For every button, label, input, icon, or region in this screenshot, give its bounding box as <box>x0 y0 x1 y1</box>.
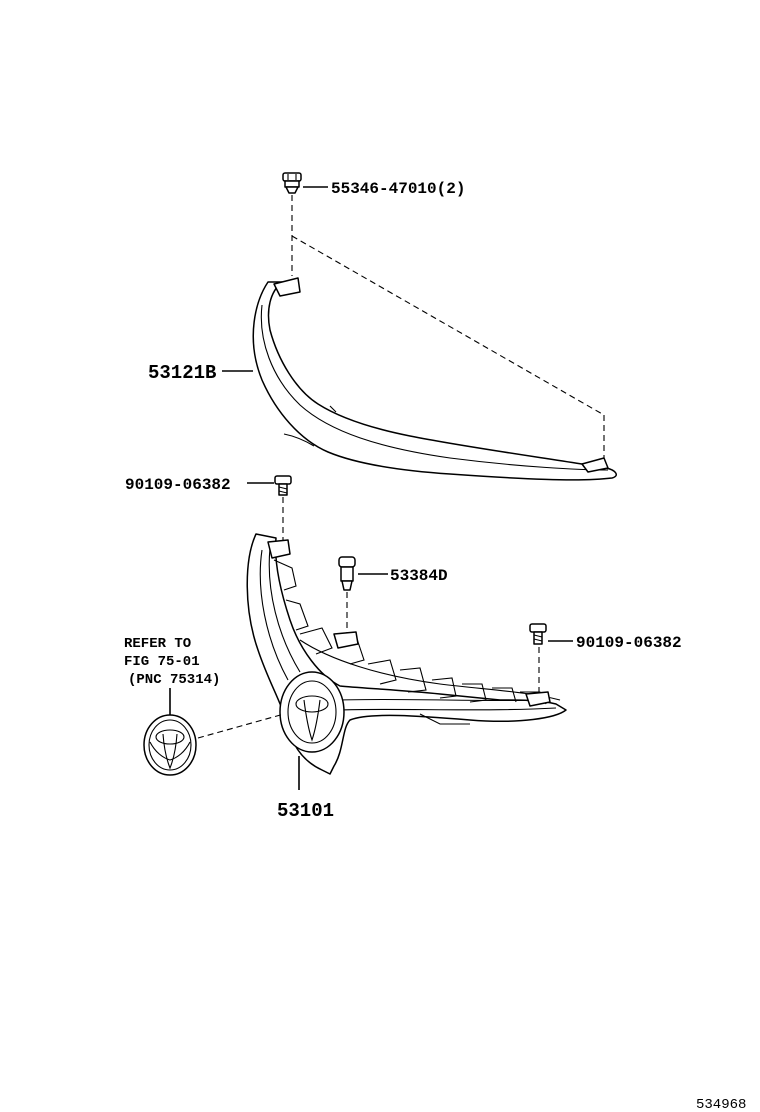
dash-clip-diagonal <box>291 235 605 416</box>
part-number-molding: 53121B <box>148 362 216 384</box>
reference-line-2: FIG 75-01 <box>124 654 200 670</box>
part-number-clip: 55346-47010(2) <box>331 180 465 198</box>
bracket-icon <box>338 556 356 591</box>
part-number-screw-left: 90109-06382 <box>125 476 231 494</box>
diagram-id: 534968 <box>696 1097 746 1112</box>
dash-emblem <box>197 713 285 739</box>
reference-line-3: (PNC 75314) <box>128 672 220 688</box>
screw-right-icon <box>529 623 547 645</box>
clip-fastener-icon <box>282 172 302 194</box>
upper-molding <box>252 277 617 481</box>
part-number-grille: 53101 <box>277 800 334 822</box>
reference-line-1: REFER TO <box>124 636 191 652</box>
screw-left-icon <box>274 475 292 496</box>
emblem-icon <box>143 714 197 776</box>
part-number-screw-right: 90109-06382 <box>576 634 682 652</box>
radiator-grille <box>246 533 567 775</box>
part-number-bracket: 53384D <box>390 567 448 585</box>
